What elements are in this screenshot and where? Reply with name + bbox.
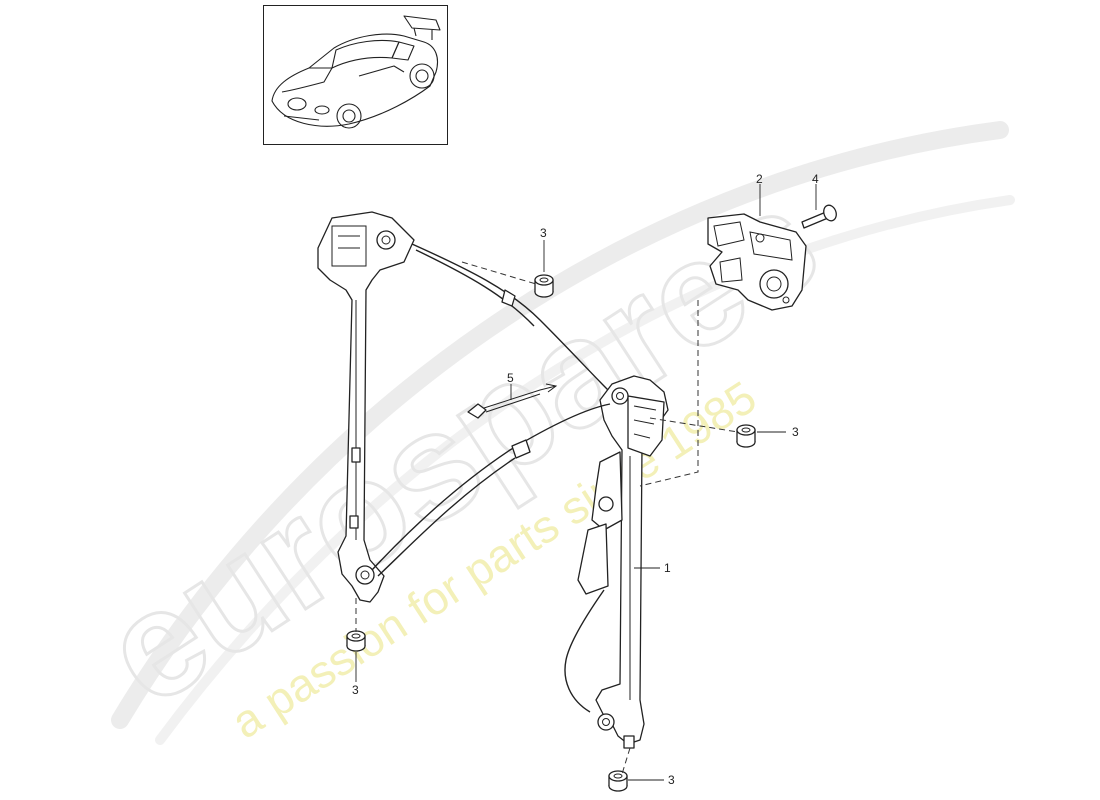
callout-3-right: 3 bbox=[792, 425, 799, 439]
vehicle-thumbnail bbox=[263, 5, 448, 145]
watermark: eurospares a passion for parts since 198… bbox=[74, 121, 1015, 748]
motor-bolt bbox=[801, 204, 837, 229]
callout-3-top: 3 bbox=[540, 226, 547, 240]
callout-3-bottom: 3 bbox=[668, 773, 675, 787]
leader-lines bbox=[355, 184, 817, 781]
assembly-lines bbox=[355, 261, 739, 775]
callout-3-left: 3 bbox=[352, 683, 359, 697]
callout-4: 4 bbox=[812, 172, 819, 186]
right-guide-rail bbox=[577, 375, 669, 749]
callout-1: 1 bbox=[664, 561, 671, 575]
callout-5: 5 bbox=[507, 371, 514, 385]
sports-car-icon bbox=[271, 15, 441, 129]
regulator-cables bbox=[371, 243, 611, 713]
cable-tie bbox=[467, 383, 558, 419]
window-motor bbox=[707, 213, 807, 311]
left-guide-rail bbox=[317, 211, 415, 603]
nut-top bbox=[534, 274, 554, 298]
nut-bottom bbox=[608, 770, 628, 792]
callout-2: 2 bbox=[756, 172, 763, 186]
nut-right bbox=[736, 424, 756, 448]
nut-left-bottom bbox=[346, 630, 366, 652]
callouts: 1 2 3 3 3 3 4 5 bbox=[352, 172, 819, 787]
